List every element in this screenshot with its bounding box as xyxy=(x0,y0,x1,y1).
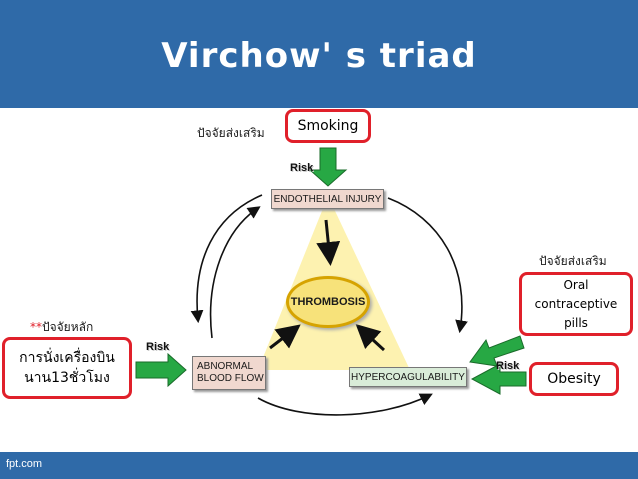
main-factor-prefix: ** xyxy=(30,320,42,334)
endothelial-injury-label: ENDOTHELIAL INJURY xyxy=(273,193,382,205)
flight-box: การนั่งเครื่องบิน นาน13ชั่วโมง xyxy=(2,337,132,399)
smoking-box: Smoking xyxy=(285,109,371,143)
cycle-arrow-bottom xyxy=(257,393,433,416)
risk-label-right: Risk xyxy=(496,360,520,372)
green-arrow-oral xyxy=(469,335,525,367)
oral-line3: pills xyxy=(564,315,588,330)
green-arrow-obesity xyxy=(470,363,527,395)
abnormal-line2: BLOOD FLOW xyxy=(197,373,264,384)
abnormal-line1: ABNORMAL xyxy=(197,361,254,372)
green-arrow-flight xyxy=(135,352,187,388)
oral-contraceptive-box: Oral contraceptive pills xyxy=(519,272,633,336)
green-arrow-smoking xyxy=(308,147,348,187)
obesity-box: Obesity xyxy=(529,362,619,396)
slide-header: Virchow' s triad xyxy=(0,0,638,108)
cycle-arrow-left-top xyxy=(209,206,261,339)
supporting-factor-label-top: ปัจจัยส่งเสริม xyxy=(197,126,265,140)
cycle-arrow-top-right xyxy=(387,197,468,334)
slide-footer: fpt.com xyxy=(0,452,638,479)
footer-brand: fpt.com xyxy=(6,458,43,470)
arrow-endothelial-to-thrombosis xyxy=(316,219,341,266)
main-factor-text: ปัจจัยหลัก xyxy=(42,320,94,334)
node-hypercoagulability: HYPERCOAGULABILITY xyxy=(349,367,467,387)
oral-line2: contraceptive xyxy=(534,296,618,311)
risk-label-left: Risk xyxy=(146,341,170,353)
arrow-abnormal-to-thrombosis xyxy=(269,324,301,350)
obesity-label: Obesity xyxy=(547,371,601,387)
risk-label-top: Risk xyxy=(290,162,314,174)
main-factor-label: **ปัจจัยหลัก xyxy=(30,318,93,337)
hypercoagulability-label: HYPERCOAGULABILITY xyxy=(351,371,465,383)
node-thrombosis: THROMBOSIS xyxy=(286,276,370,328)
oral-line1: Oral xyxy=(563,277,589,292)
flight-line1: การนั่งเครื่องบิน xyxy=(19,350,115,366)
flight-line2: นาน13ชั่วโมง xyxy=(24,370,110,386)
supporting-factor-label-right: ปัจจัยส่งเสริม xyxy=(539,254,607,268)
node-endothelial-injury: ENDOTHELIAL INJURY xyxy=(271,189,384,209)
slide-title: Virchow' s triad xyxy=(161,36,477,76)
arrow-hyper-to-thrombosis xyxy=(355,323,386,352)
smoking-label: Smoking xyxy=(297,118,359,134)
cycle-arrow-top-left xyxy=(190,194,263,324)
node-abnormal-blood-flow: ABNORMAL BLOOD FLOW xyxy=(192,356,266,390)
thrombosis-label: THROMBOSIS xyxy=(290,296,366,308)
